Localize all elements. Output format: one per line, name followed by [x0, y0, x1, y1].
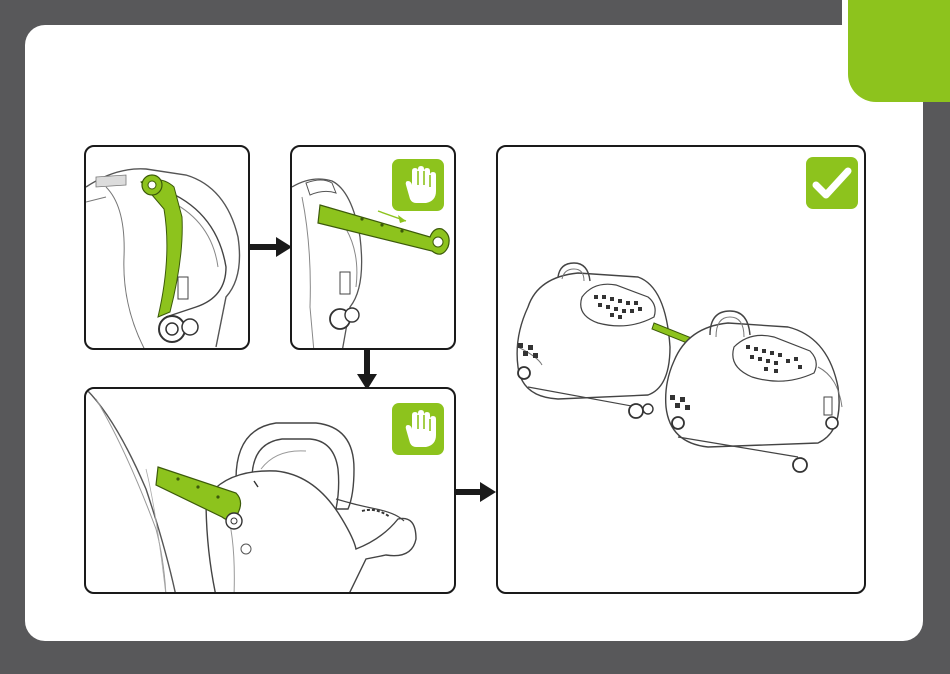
step-4-check-badge [806, 157, 858, 209]
checkmark-icon [806, 157, 858, 209]
step-1-panel [84, 145, 250, 350]
linked-ride-ons-illustration [498, 147, 866, 594]
step-3-stop-badge [392, 403, 444, 455]
step-4-panel [496, 145, 866, 594]
section-tab [848, 0, 950, 102]
arrow-down-icon [357, 350, 377, 390]
step-2-stop-badge [392, 159, 444, 211]
stop-hand-icon [392, 403, 444, 455]
stop-hand-icon [392, 159, 444, 211]
arrow-right-icon [250, 237, 292, 257]
step-3-panel [84, 387, 456, 594]
step-2-panel [290, 145, 456, 350]
handle-hinge-illustration [86, 147, 250, 350]
arrow-right-icon [456, 482, 496, 502]
